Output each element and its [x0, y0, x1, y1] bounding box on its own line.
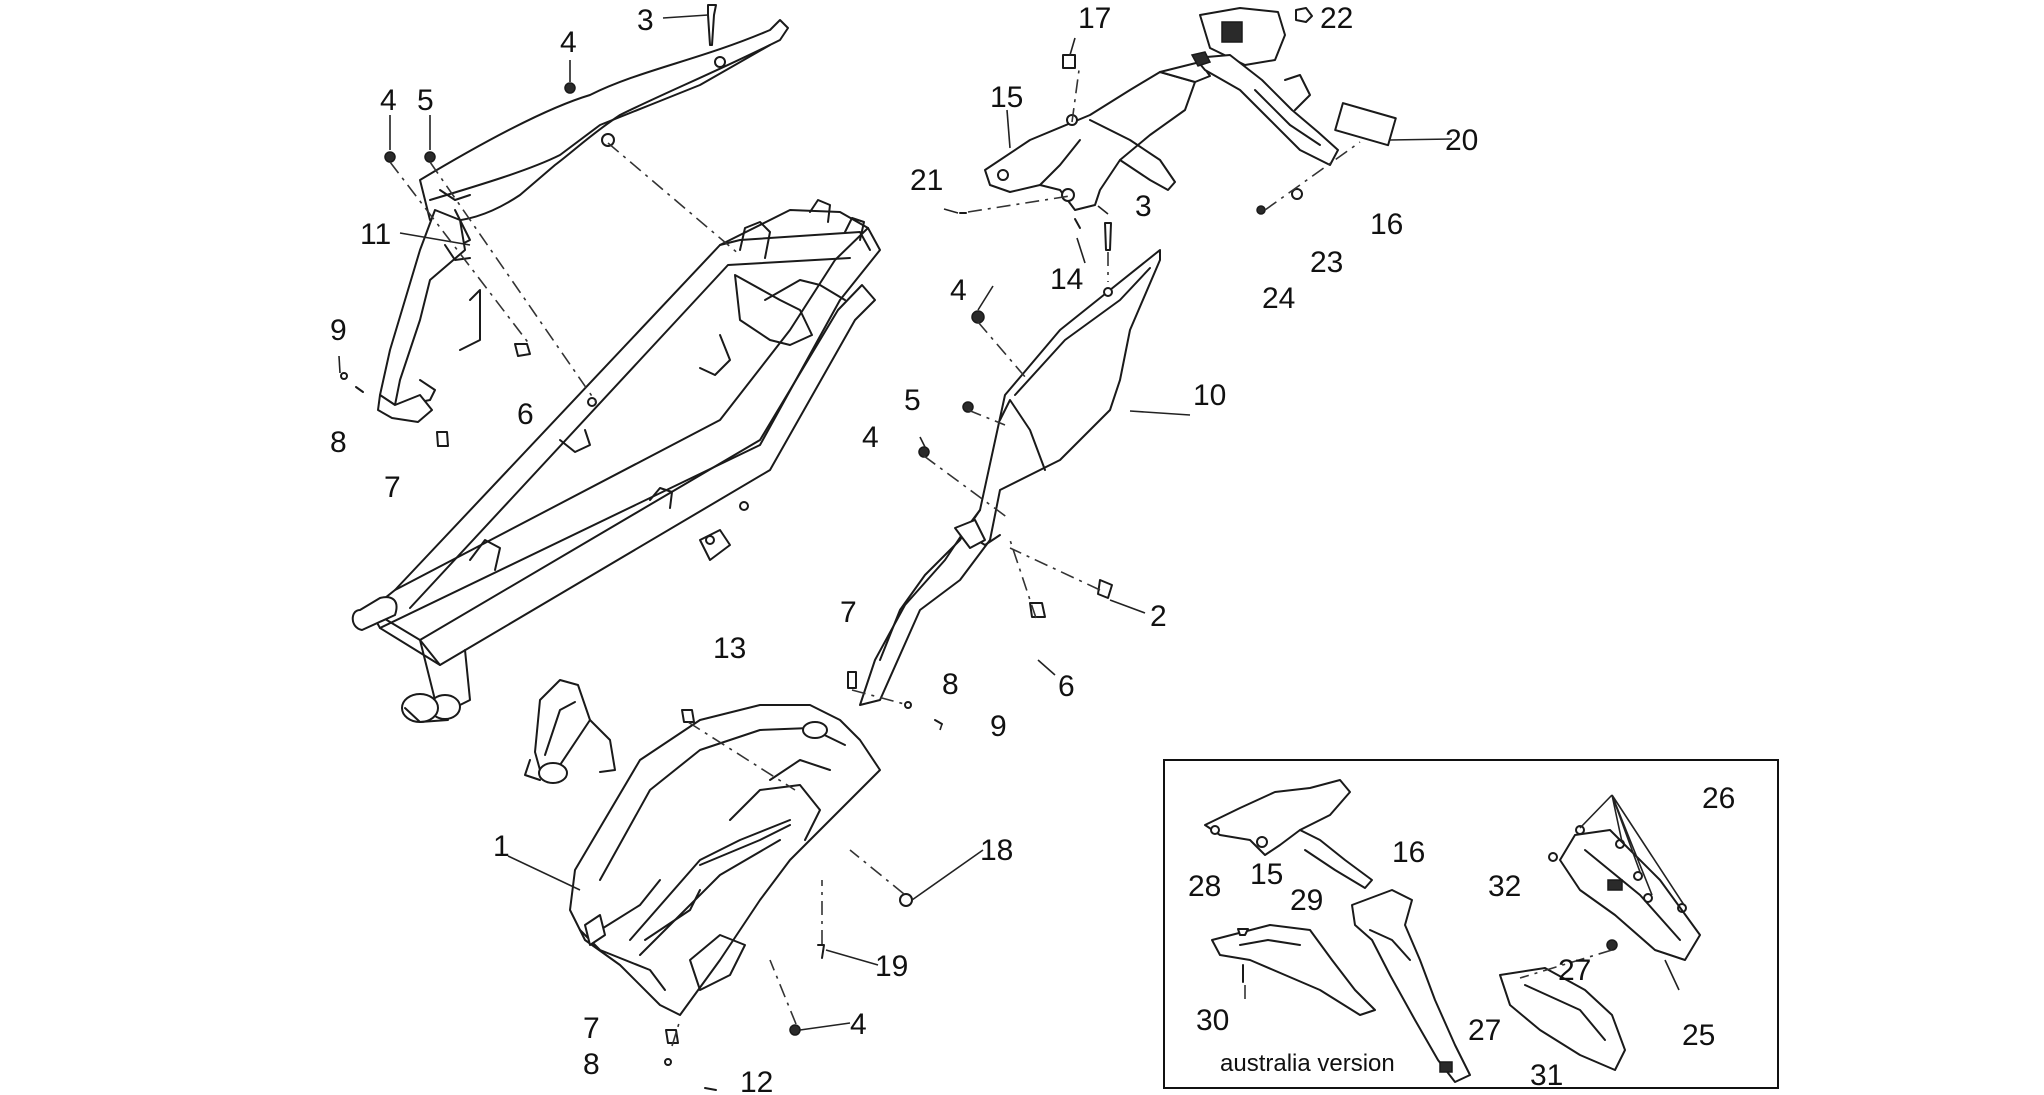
left-tail-panel: [419, 19, 789, 251]
right-side-panel: [859, 249, 1161, 706]
callout-17: 17: [1078, 2, 1111, 35]
callout-6: 6: [1058, 670, 1075, 703]
left-side-rail: [377, 209, 481, 423]
callout-25: 25: [1682, 1019, 1715, 1052]
rear-undertray: [569, 704, 881, 1016]
callout-21: 21: [910, 164, 943, 197]
callout-31: 31: [1530, 1059, 1563, 1092]
callout-8: 8: [583, 1048, 600, 1081]
callout-8: 8: [330, 426, 347, 459]
callout-19: 19: [875, 950, 908, 983]
callout-15: 15: [990, 81, 1023, 114]
callout-27: 27: [1558, 954, 1591, 987]
callout-4: 4: [950, 274, 967, 307]
rear-fender-bracket: [984, 61, 1211, 211]
callout-14: 14: [1050, 263, 1083, 296]
callout-24: 24: [1262, 282, 1295, 315]
callout-3: 3: [1135, 190, 1152, 223]
callout-10: 10: [1193, 379, 1226, 412]
callout-7: 7: [384, 471, 401, 504]
callout-4: 4: [560, 26, 577, 59]
fasteners: [340, 4, 1313, 1091]
callout-20: 20: [1445, 124, 1478, 157]
callout-8: 8: [942, 668, 959, 701]
callout-1: 1: [493, 830, 510, 863]
callout-16: 16: [1370, 208, 1403, 241]
callout-29: 29: [1290, 884, 1323, 917]
callout-labels: 3 4 4 5 11 9 8 7 6 17 15 22 20 21 3 14 1…: [330, 2, 1735, 1095]
rear-subframe: [351, 199, 881, 784]
callout-7: 7: [583, 1012, 600, 1045]
callout-32: 32: [1488, 870, 1521, 903]
assembly-axes: [389, 69, 1361, 1047]
callout-4: 4: [850, 1008, 867, 1041]
callout-4: 4: [380, 84, 397, 117]
callout-11: 11: [360, 218, 391, 251]
callout-5: 5: [417, 84, 434, 117]
callout-22: 22: [1320, 2, 1353, 35]
callout-9: 9: [990, 710, 1007, 743]
callout-23: 23: [1310, 246, 1343, 279]
callout-18: 18: [980, 834, 1013, 867]
callout-12: 12: [740, 1066, 773, 1095]
callout-26: 26: [1702, 782, 1735, 815]
license-plate-light-assembly: [1190, 7, 1397, 166]
australia-version-inset: [1163, 759, 1779, 1089]
callout-30: 30: [1196, 1004, 1229, 1037]
callout-27: 27: [1468, 1014, 1501, 1047]
callout-13: 13: [713, 632, 746, 665]
callout-5: 5: [904, 384, 921, 417]
callout-3: 3: [637, 4, 654, 37]
callout-16: 16: [1392, 836, 1425, 869]
callout-28: 28: [1188, 870, 1221, 903]
callout-15: 15: [1250, 858, 1283, 891]
callout-2: 2: [1150, 600, 1167, 633]
callout-9: 9: [330, 314, 347, 347]
leader-lines: [338, 14, 1453, 1031]
inset-caption: australia version: [1220, 1050, 1395, 1077]
callout-6: 6: [517, 398, 534, 431]
callout-4: 4: [862, 421, 879, 454]
callout-7: 7: [840, 596, 857, 629]
